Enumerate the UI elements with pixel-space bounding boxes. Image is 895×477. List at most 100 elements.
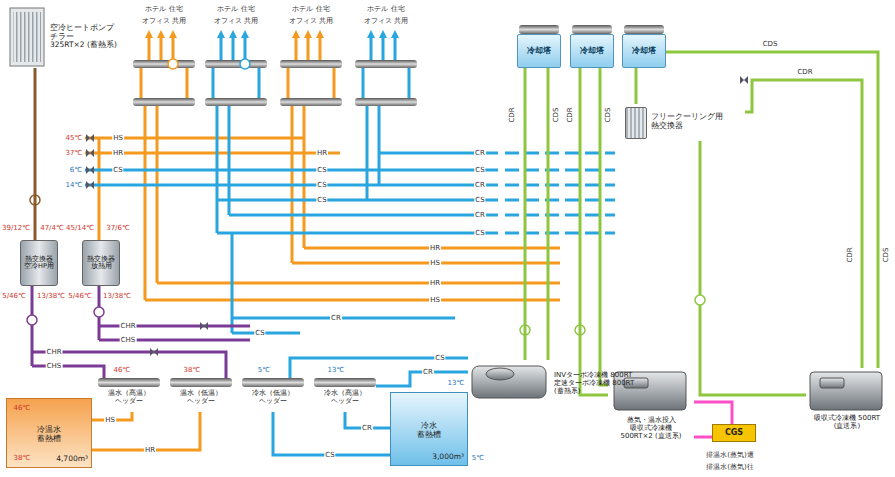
pipe-label: 45℃ — [65, 135, 84, 142]
edge-label: CS — [324, 452, 335, 459]
pump — [695, 295, 705, 305]
pipe-label: CHS — [120, 337, 137, 344]
pump — [27, 315, 37, 325]
pump — [27, 59, 705, 335]
pipe-label: 14℃ — [65, 182, 84, 189]
pipe-label: CR — [474, 212, 486, 219]
pipe-label: CS — [316, 167, 327, 174]
node-text: 熱交換器 空冷HP用 — [21, 256, 57, 271]
pipe-label: 5℃ — [257, 367, 271, 374]
pipe-label: ホテル 住宅 — [216, 6, 255, 13]
pipe-connector — [547, 68, 550, 360]
edge-label: HR — [144, 447, 156, 454]
pipe-label: CR — [474, 150, 486, 157]
pipe-label: CS — [254, 330, 265, 337]
heat-pump-pipe — [32, 286, 250, 378]
cooling-tower-top — [624, 25, 664, 34]
pipe-label: 13℃ — [447, 380, 466, 387]
header-pipe — [242, 378, 304, 387]
valve — [86, 76, 748, 356]
cooling-tower: 冷却塔 — [517, 34, 561, 68]
water-header: 冷水（高温） ヘッダー — [314, 378, 376, 412]
pipe-label: ホテル 住宅 — [291, 6, 330, 13]
pipe-label: 46℃ — [113, 367, 132, 374]
pipe-connector — [273, 412, 390, 455]
absorption-chiller: 蒸気・温水投入 吸収式冷凍機 500RT×2 (直送系) — [608, 366, 694, 462]
node-text: フリークーリング用 熱交換器 — [651, 113, 745, 130]
chiller-unit — [10, 8, 44, 66]
hot-water-pipe — [85, 36, 560, 300]
chiller-unit — [13, 12, 41, 62]
hot-water-pipe — [85, 36, 560, 300]
heat-pump-pipe — [32, 286, 250, 378]
pipe-label: オフィス 共用 — [213, 18, 259, 25]
edge-label: CDS — [605, 107, 612, 124]
refrigerator-machine — [810, 372, 882, 410]
chilled-water-pipe — [85, 36, 498, 333]
pipe-label: オフィス 共用 — [288, 18, 334, 25]
node-text: 定速ターボ冷凍機 800RT — [554, 379, 634, 387]
pipe-label: 5/46℃ — [67, 293, 93, 300]
pipe-label: HR — [429, 245, 441, 252]
supply-header — [133, 60, 195, 68]
cold-arrow-head — [217, 30, 399, 38]
cooling-tower-top — [519, 25, 664, 34]
pipe-label: オフィス 共用 — [363, 18, 409, 25]
pipe-label: HR — [316, 150, 328, 157]
pump — [168, 59, 178, 69]
pipe-label: CS — [474, 197, 485, 204]
node-text: 温水（低温） ヘッダー — [170, 389, 232, 405]
pipe-label: 37/6℃ — [105, 225, 131, 232]
cooling-water-pipe — [700, 141, 806, 395]
water-header: 温水（高温） ヘッダー — [98, 378, 160, 412]
header-pipe — [314, 378, 376, 387]
pipe-label: CHR — [45, 349, 62, 356]
cooling-tower: 冷却塔 — [570, 34, 614, 68]
node-text: INVターボ冷凍機 800RT — [554, 371, 632, 379]
cold-arrow-head — [217, 30, 399, 38]
pipe-connector — [635, 68, 638, 104]
supply-header — [205, 98, 267, 106]
node-text: 冷却塔 — [632, 46, 656, 55]
edge-label: CR — [422, 369, 434, 376]
pipe-label: CS — [474, 167, 485, 174]
node-text: 325RT×2 (蓄熱系) — [50, 41, 118, 50]
pipe-label: 6℃ — [69, 167, 83, 174]
edge-label: CDS — [762, 41, 779, 48]
supply-header — [133, 60, 417, 106]
pipe-connector — [92, 412, 200, 450]
node-text: 冷却塔 — [580, 46, 604, 55]
pipe-connector — [745, 80, 862, 368]
pipe-label: ホテル 住宅 — [144, 6, 183, 13]
pipe-connector — [694, 436, 712, 439]
heat-exchanger: 熱交換器 空冷HP用 — [20, 240, 58, 286]
edge-label: CDR — [796, 69, 813, 76]
supply-header — [133, 98, 195, 106]
pump — [94, 307, 104, 317]
pipe-label: CDR — [847, 246, 854, 263]
header-pipe — [170, 378, 232, 387]
pipe-label: 39/12℃ — [1, 225, 31, 232]
pipe-label: CDS — [883, 247, 890, 264]
absorption-chiller: 吸収式冷凍機 500RT (直送系) — [806, 368, 888, 446]
node-text: 冷水（低温） ヘッダー — [242, 389, 304, 405]
pipe-label: 45/14℃ — [65, 225, 95, 232]
node-text: 温水（高温） ヘッダー — [98, 389, 160, 405]
refrigerator-machine — [486, 368, 514, 380]
cooling-tower-top — [572, 25, 612, 34]
pipe-label: 38℃ — [13, 455, 32, 462]
turbo-chiller: INVターボ冷凍機 800RT定速ターボ冷凍機 800RT(蓄熱系) — [468, 360, 643, 406]
cooling-tower: 冷却塔 — [622, 34, 666, 68]
pipe-label: 46℃ — [13, 405, 32, 412]
pipe-label: CS — [316, 182, 327, 189]
pipe-label: HS — [429, 260, 441, 267]
pipe-label: HR — [112, 150, 124, 157]
supply-header — [205, 60, 267, 68]
pipe-label: CR — [330, 315, 342, 322]
cgs-unit: CGS — [712, 424, 756, 442]
pipe-label: CS — [474, 230, 485, 237]
pipe-label: 5/46℃ — [1, 293, 27, 300]
node-text: CGS — [725, 428, 743, 437]
pipe-label: CHR — [119, 323, 136, 330]
node-text: 冷却塔 — [527, 46, 551, 55]
